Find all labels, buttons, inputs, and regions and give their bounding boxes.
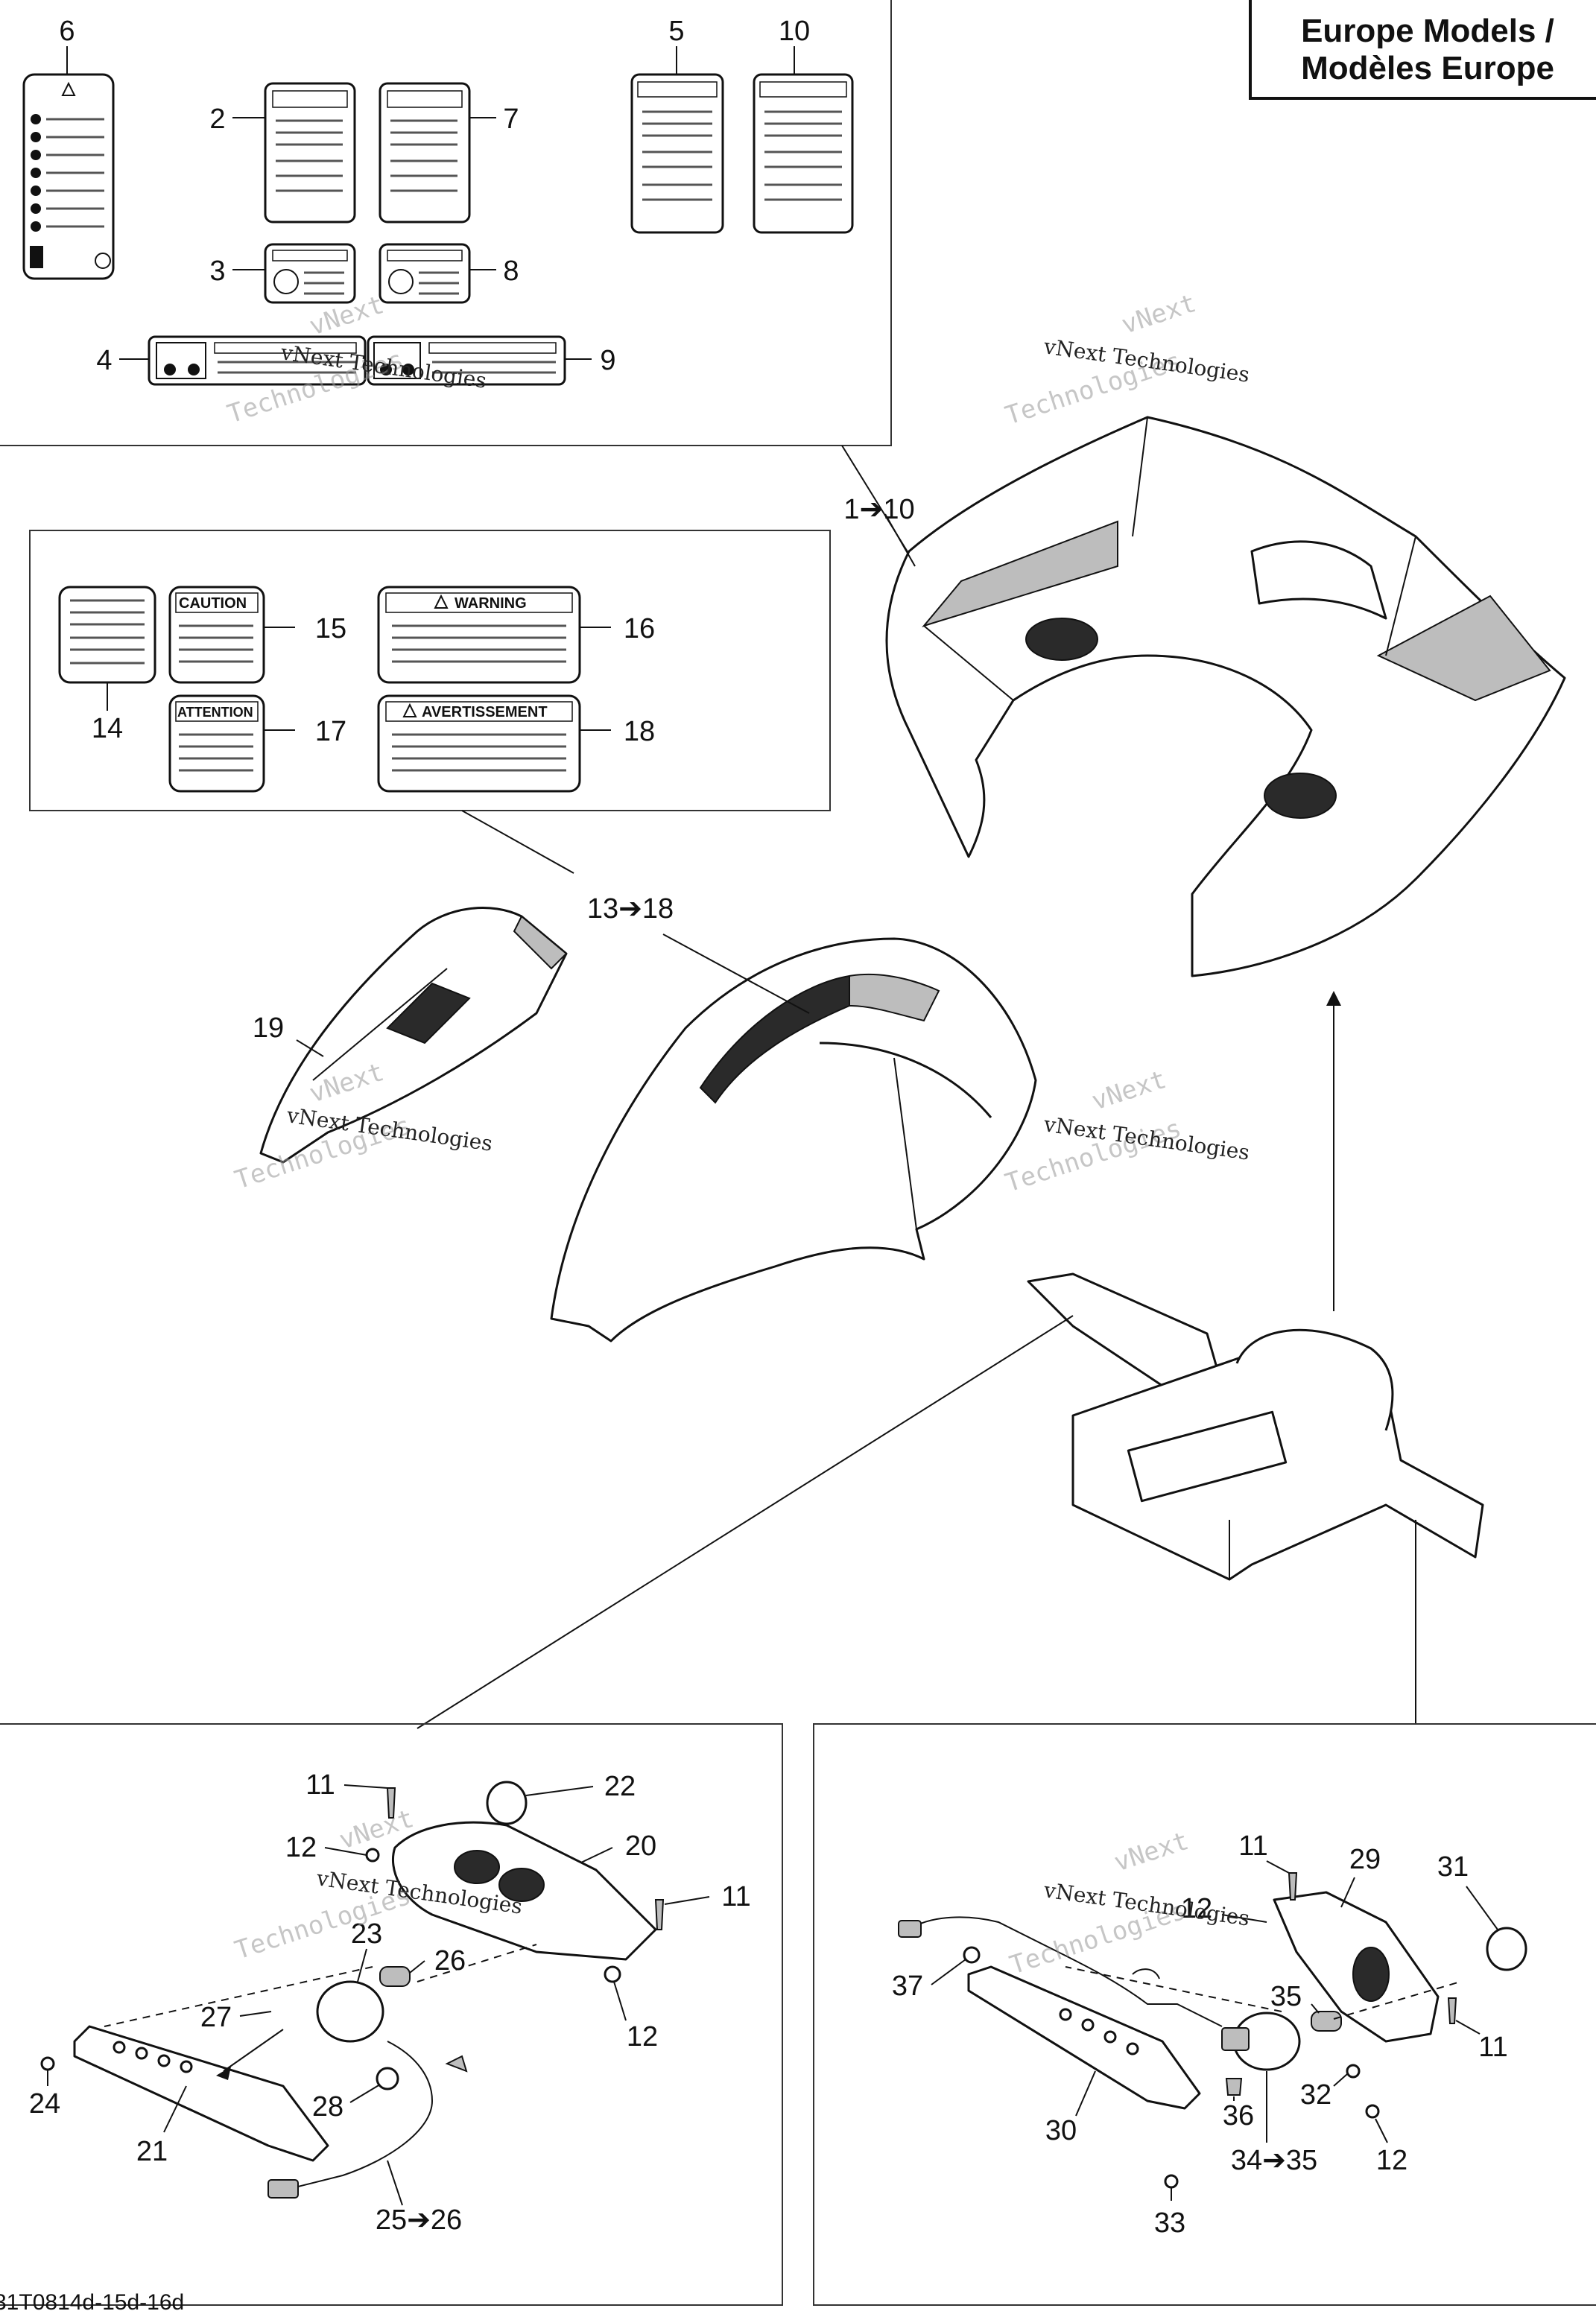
decal-2 bbox=[264, 82, 356, 224]
callout-11a: 11 bbox=[305, 1769, 335, 1801]
callout-9: 9 bbox=[600, 345, 615, 376]
callout-11b: 11 bbox=[721, 1881, 750, 1912]
taillight-right-box bbox=[813, 1723, 1596, 2306]
callout-12a: 12 bbox=[285, 1832, 317, 1863]
callout-37: 37 bbox=[892, 1971, 923, 2002]
decal-4 bbox=[148, 335, 367, 386]
callout-7: 7 bbox=[503, 104, 519, 135]
bracket-30 bbox=[967, 1965, 1201, 2110]
decal-5 bbox=[630, 73, 724, 234]
callout-13-to-18: 13➔18 bbox=[587, 893, 674, 925]
callout-27: 27 bbox=[200, 2002, 232, 2033]
callout-36: 36 bbox=[1223, 2100, 1254, 2131]
callout-1-to-10: 1➔10 bbox=[843, 494, 914, 525]
callout-17: 17 bbox=[315, 716, 346, 747]
callout-35: 35 bbox=[1270, 1981, 1302, 2012]
taillight-left-box bbox=[0, 1723, 783, 2306]
decal-3 bbox=[264, 243, 356, 304]
callout-12d: 12 bbox=[1376, 2145, 1407, 2176]
callout-4: 4 bbox=[96, 345, 112, 376]
callout-11c: 11 bbox=[1238, 1830, 1267, 1862]
callout-2: 2 bbox=[209, 104, 225, 135]
callout-18: 18 bbox=[624, 716, 655, 747]
decal-panel-top: 6 2 7 bbox=[0, 0, 917, 567]
drawing-code: 31T0814d-15d-16d bbox=[0, 2290, 184, 2314]
region-title-box: Europe Models / Modèles Europe bbox=[1249, 0, 1596, 100]
nacelle-19 bbox=[259, 907, 568, 1164]
lens-22 bbox=[486, 1781, 528, 1825]
rear-body-fender bbox=[885, 416, 1566, 977]
attention-title: ATTENTION bbox=[177, 705, 253, 720]
decal-10 bbox=[753, 73, 854, 234]
callout-10: 10 bbox=[779, 16, 810, 47]
region-title-line2: Modèles Europe bbox=[1301, 50, 1554, 86]
callout-19: 19 bbox=[253, 1012, 284, 1044]
bracket-21 bbox=[73, 2025, 329, 2162]
callout-11d: 11 bbox=[1478, 2032, 1507, 2063]
callout-8: 8 bbox=[503, 256, 519, 287]
callout-29: 29 bbox=[1349, 1844, 1381, 1875]
callout-30: 30 bbox=[1045, 2115, 1077, 2146]
callout-6: 6 bbox=[59, 16, 75, 47]
callout-12b: 12 bbox=[627, 2021, 658, 2053]
callout-14: 14 bbox=[92, 713, 123, 744]
callout-3: 3 bbox=[209, 256, 225, 287]
callout-15: 15 bbox=[315, 613, 346, 644]
callout-34-to-35: 34➔35 bbox=[1231, 2145, 1317, 2176]
region-title-line1: Europe Models / bbox=[1301, 13, 1554, 49]
decal-panel-middle: 14 CAUTION 15 ATTENTION 17 bbox=[29, 530, 831, 874]
callout-24: 24 bbox=[29, 2088, 60, 2120]
callout-32: 32 bbox=[1300, 2079, 1331, 2111]
callout-20: 20 bbox=[625, 1830, 656, 1862]
callout-23: 23 bbox=[351, 1918, 382, 1950]
svg-text:vNext: vNext bbox=[1110, 1826, 1192, 1878]
callout-28: 28 bbox=[312, 2091, 343, 2123]
decal-18-avertissement: AVERTISSEMENT bbox=[377, 694, 581, 793]
decal-15-caution: CAUTION bbox=[168, 586, 265, 684]
svg-text:vNext: vNext bbox=[1088, 1065, 1170, 1117]
decal-16-warning: WARNING bbox=[377, 586, 581, 684]
callout-5: 5 bbox=[668, 16, 684, 47]
callout-12c: 12 bbox=[1181, 1893, 1212, 1924]
svg-text:vNext: vNext bbox=[1118, 288, 1200, 340]
decal-6 bbox=[22, 73, 115, 280]
rear-rack-assembly bbox=[1027, 1272, 1484, 1581]
callout-31: 31 bbox=[1437, 1851, 1469, 1883]
decal-8 bbox=[379, 243, 471, 304]
decal-9 bbox=[367, 335, 566, 386]
callout-26a: 26 bbox=[434, 1945, 466, 1977]
callout-25-to-26: 25➔26 bbox=[376, 2204, 462, 2236]
decal-14 bbox=[58, 586, 156, 684]
decal-7 bbox=[379, 82, 471, 224]
callout-33: 33 bbox=[1154, 2207, 1185, 2239]
callout-21: 21 bbox=[136, 2136, 168, 2167]
caution-title: CAUTION bbox=[179, 595, 247, 612]
callout-16: 16 bbox=[624, 613, 655, 644]
lens-31 bbox=[1486, 1927, 1527, 1971]
decal-17-attention: ATTENTION bbox=[168, 694, 265, 793]
callout-22: 22 bbox=[604, 1771, 636, 1802]
warning-title: WARNING bbox=[455, 595, 527, 612]
front-fender bbox=[550, 937, 1037, 1343]
avertissement-title: AVERTISSEMENT bbox=[422, 704, 548, 720]
